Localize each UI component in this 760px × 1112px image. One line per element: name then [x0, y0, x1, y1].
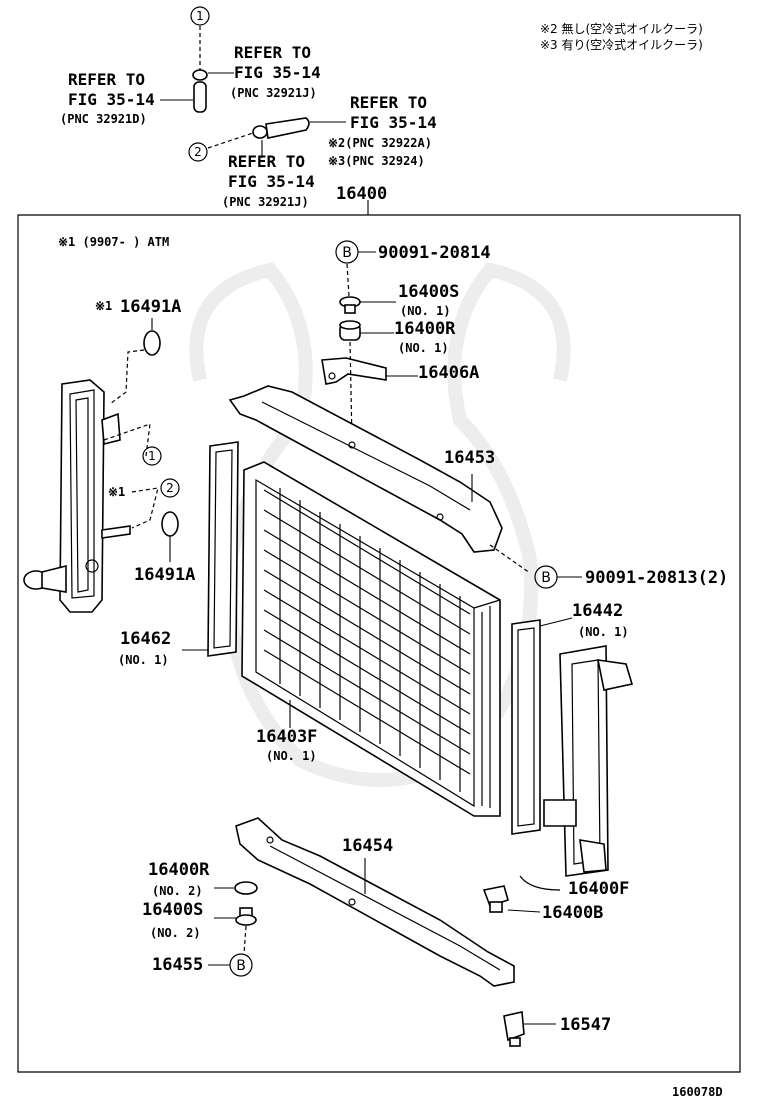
- dash-callout-2-mid: [131, 487, 159, 529]
- callout-b-bottom-label: B: [236, 958, 246, 974]
- part-16400S-1-sub: (NO. 1): [400, 304, 451, 318]
- part-16462-sub: (NO. 1): [118, 653, 169, 667]
- part-16454-lower-support: [235, 817, 515, 987]
- callout-2-top: 2: [188, 142, 208, 162]
- part-16400F-label: 16400F: [568, 879, 629, 899]
- part-90091-20813-label: 90091-20813(2): [585, 568, 728, 588]
- part-16400R-no1: [339, 320, 361, 341]
- callout-1-mid: 1: [142, 446, 162, 466]
- part-16406A-label: 16406A: [418, 363, 479, 383]
- part-16462-label: 16462: [120, 629, 171, 649]
- part-16400S-2-label: 16400S: [142, 900, 203, 920]
- part-16403F-radiator-core: [241, 461, 501, 817]
- dash-upper-stack: [349, 341, 353, 441]
- callout-2-mid: 2: [160, 478, 180, 498]
- part-16442-label: 16442: [572, 601, 623, 621]
- part-16442-seal-inner: [517, 627, 535, 827]
- dash-callout-2: [207, 132, 254, 149]
- ref-mid-line3: (PNC 32921J): [222, 195, 309, 209]
- ref-mid-line1: REFER TO: [228, 152, 305, 171]
- diagram-code: 160078D: [672, 1085, 723, 1099]
- note-3: ※3 有り(空冷式オイルクーラ): [540, 38, 703, 52]
- ref-right-line2: FIG 35-14: [350, 113, 437, 132]
- ref-left-line1: REFER TO: [68, 70, 145, 89]
- o-ring-16491A-bottom: [161, 511, 179, 537]
- ref-right-line4: ※3(PNC 32924): [328, 154, 425, 168]
- part-16400B-label: 16400B: [542, 903, 603, 923]
- ref-left-line2: FIG 35-14: [68, 90, 155, 109]
- ref-top-line1: REFER TO: [234, 43, 311, 62]
- part-16403F-sub: (NO. 1): [266, 749, 317, 763]
- callout-1-label: 1: [196, 9, 204, 23]
- callout-b-right: B: [534, 565, 558, 589]
- part-16400S-2-sub: (NO. 2): [150, 926, 201, 940]
- part-star1-mid: ※1: [108, 485, 125, 499]
- callout-b-top: B: [335, 240, 359, 264]
- ref-right-line1: REFER TO: [350, 93, 427, 112]
- ref-top-line3: (PNC 32921J): [230, 86, 317, 100]
- part-16400S-no1: [339, 296, 361, 314]
- dash-callout-1-mid: [103, 423, 151, 457]
- part-16400R-1-label: 16400R: [394, 319, 456, 339]
- callout-2-mid-label: 2: [166, 481, 174, 495]
- dash-b-right: [489, 544, 531, 574]
- part-90091-20814-label: 90091-20814: [378, 243, 491, 263]
- callout-b-top-label: B: [342, 245, 352, 261]
- part-16403F-label: 16403F: [256, 727, 317, 747]
- dash-o-ring-top: [109, 349, 145, 405]
- note-2: ※2 無し(空冷式オイルクーラ): [540, 21, 703, 36]
- part-16400R-1-sub: (NO. 1): [398, 341, 449, 355]
- left-radiator-tank: [23, 379, 131, 613]
- o-ring-16491A-top: [143, 330, 161, 356]
- callout-b-bottom: B: [229, 953, 253, 977]
- part-16442-seal: [511, 619, 541, 835]
- callout-1-mid-label: 1: [148, 449, 156, 463]
- ref-right-line3: ※2(PNC 32922A): [328, 136, 432, 150]
- part-16455-label: 16455: [152, 955, 203, 975]
- leader-16400B: [507, 909, 541, 913]
- part-16491A-bottom-label: 16491A: [134, 565, 195, 585]
- hose-oil-cooler: [252, 117, 310, 139]
- ref-left-line3: (PNC 32921D): [60, 112, 147, 126]
- note-atm: ※1 (9907- ) ATM: [58, 235, 169, 249]
- part-16400R-2-label: 16400R: [148, 860, 210, 880]
- hose-clamp-top: [192, 69, 208, 113]
- part-16442-sub: (NO. 1): [578, 625, 629, 639]
- part-16400-label: 16400: [336, 184, 387, 204]
- ref-top-line2: FIG 35-14: [234, 63, 321, 82]
- part-16453-label: 16453: [444, 448, 495, 468]
- part-16406A-bracket: [321, 357, 387, 385]
- callout-2-label: 2: [194, 145, 202, 159]
- part-16400F-gasket: [519, 875, 561, 891]
- part-16491A-top-prefix: ※1: [95, 299, 112, 313]
- part-16400S-no2: [235, 907, 257, 926]
- part-16454-label: 16454: [342, 836, 393, 856]
- part-16462-seal: [207, 441, 239, 657]
- dash-b-top: [346, 263, 350, 297]
- leader-16442: [539, 617, 573, 627]
- part-16547-plug: [503, 1011, 525, 1047]
- part-16491A-top-label: 16491A: [120, 297, 181, 317]
- part-16400R-2-sub: (NO. 2): [152, 884, 203, 898]
- right-radiator-tank: [543, 645, 634, 877]
- dash-b-bottom: [243, 925, 247, 955]
- assembly-frame: [17, 214, 741, 1073]
- part-16400R-no2: [234, 881, 258, 895]
- part-16462-seal-inner: [213, 449, 233, 649]
- callout-1-top: 1: [190, 6, 210, 26]
- callout-b-right-label: B: [541, 570, 551, 586]
- ref-mid-line2: FIG 35-14: [228, 172, 315, 191]
- part-16400B-drain-cock: [482, 885, 509, 913]
- part-16547-label: 16547: [560, 1015, 611, 1035]
- part-16400S-1-label: 16400S: [398, 282, 459, 302]
- part-16453-upper-support: [228, 385, 503, 553]
